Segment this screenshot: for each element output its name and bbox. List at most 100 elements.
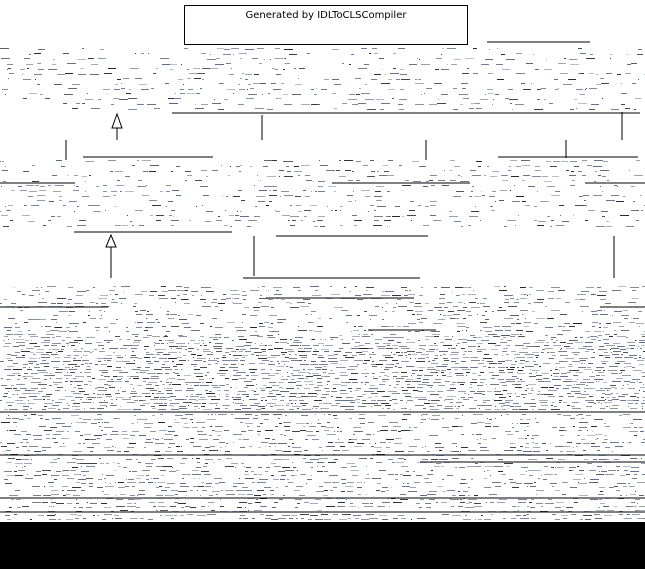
text-texture-mark (223, 54, 231, 55)
text-texture-mark (261, 369, 265, 370)
text-texture-mark (536, 357, 538, 358)
text-texture-mark (119, 298, 126, 299)
text-texture-mark (250, 327, 257, 328)
text-texture-mark (401, 352, 403, 353)
text-texture-mark (517, 372, 518, 373)
text-texture-mark (521, 467, 524, 468)
text-texture-mark (453, 451, 459, 452)
text-texture-mark (523, 175, 530, 176)
text-texture-mark (414, 397, 421, 398)
text-texture-mark (313, 351, 319, 352)
text-texture-mark (77, 366, 78, 367)
text-texture-mark (570, 109, 574, 110)
text-texture-mark (132, 334, 139, 335)
text-texture-mark (504, 463, 513, 464)
text-texture-mark (575, 299, 578, 300)
text-texture-mark (477, 351, 482, 352)
text-texture-mark (154, 397, 159, 398)
text-texture-mark (600, 186, 601, 187)
text-texture-mark (7, 366, 14, 367)
text-texture-mark (377, 400, 386, 401)
text-texture-mark (525, 390, 527, 391)
text-texture-mark (470, 287, 471, 288)
text-texture-mark (332, 482, 339, 483)
text-texture-mark (232, 379, 238, 380)
text-texture-mark (31, 382, 39, 383)
text-texture-mark (519, 352, 528, 353)
text-texture-mark (385, 291, 394, 292)
text-texture-mark (32, 290, 40, 291)
text-texture-mark (296, 397, 301, 398)
text-texture-mark (36, 319, 39, 320)
text-texture-mark (583, 346, 592, 347)
text-texture-mark (272, 186, 277, 187)
text-texture-mark (583, 195, 589, 196)
text-texture-mark (630, 494, 636, 495)
text-texture-mark (471, 458, 474, 459)
text-texture-mark (600, 170, 609, 171)
text-texture-mark (570, 487, 577, 488)
text-texture-mark (470, 382, 477, 383)
text-texture-mark (270, 369, 272, 370)
text-texture-mark (415, 405, 424, 406)
text-texture-mark (138, 462, 141, 463)
text-texture-mark (315, 349, 316, 350)
text-texture-mark (49, 385, 52, 386)
text-texture-mark (545, 306, 547, 307)
text-texture-mark (419, 507, 422, 508)
text-texture-mark (225, 378, 229, 379)
text-texture-mark (24, 455, 29, 456)
text-texture-mark (423, 379, 429, 380)
text-texture-mark (237, 372, 246, 373)
text-texture-mark (476, 466, 481, 467)
text-texture-mark (324, 519, 331, 520)
text-texture-mark (175, 498, 179, 499)
text-texture-mark (83, 518, 86, 519)
text-texture-mark (289, 396, 296, 397)
text-texture-mark (411, 220, 412, 221)
text-texture-mark (81, 471, 89, 472)
text-texture-mark (57, 387, 63, 388)
text-texture-mark (563, 506, 564, 507)
text-texture-mark (354, 326, 356, 327)
text-texture-mark (488, 73, 493, 74)
text-texture-mark (470, 384, 472, 385)
text-texture-mark (521, 83, 525, 84)
text-texture-mark (304, 348, 312, 349)
text-texture-mark (608, 370, 617, 371)
text-texture-mark (55, 390, 60, 391)
text-texture-mark (299, 355, 307, 356)
text-texture-mark (485, 331, 492, 332)
text-texture-mark (226, 196, 228, 197)
text-texture-mark (196, 467, 201, 468)
text-texture-mark (407, 310, 413, 311)
text-texture-mark (205, 463, 208, 464)
text-texture-mark (56, 352, 57, 353)
text-texture-mark (208, 360, 217, 361)
text-texture-mark (314, 94, 317, 95)
text-texture-mark (268, 375, 275, 376)
text-texture-mark (629, 442, 631, 443)
text-texture-mark (351, 54, 354, 55)
text-texture-mark (274, 459, 281, 460)
text-texture-mark (105, 210, 106, 211)
text-texture-mark (169, 215, 172, 216)
text-texture-mark (468, 397, 473, 398)
text-texture-mark (146, 185, 147, 186)
text-texture-mark (394, 443, 402, 444)
text-texture-mark (298, 326, 299, 327)
text-texture-mark (345, 170, 351, 171)
text-texture-mark (135, 210, 143, 211)
text-texture-mark (572, 180, 575, 181)
text-texture-mark (177, 451, 183, 452)
text-texture-mark (64, 357, 71, 358)
text-texture-mark (556, 340, 558, 341)
text-texture-mark (510, 367, 515, 368)
text-texture-mark (500, 382, 506, 383)
text-texture-mark (196, 458, 200, 459)
text-texture-mark (604, 423, 606, 424)
text-texture-mark (159, 486, 162, 487)
text-texture-mark (132, 431, 139, 432)
text-texture-mark (629, 431, 638, 432)
text-texture-mark (235, 220, 241, 221)
